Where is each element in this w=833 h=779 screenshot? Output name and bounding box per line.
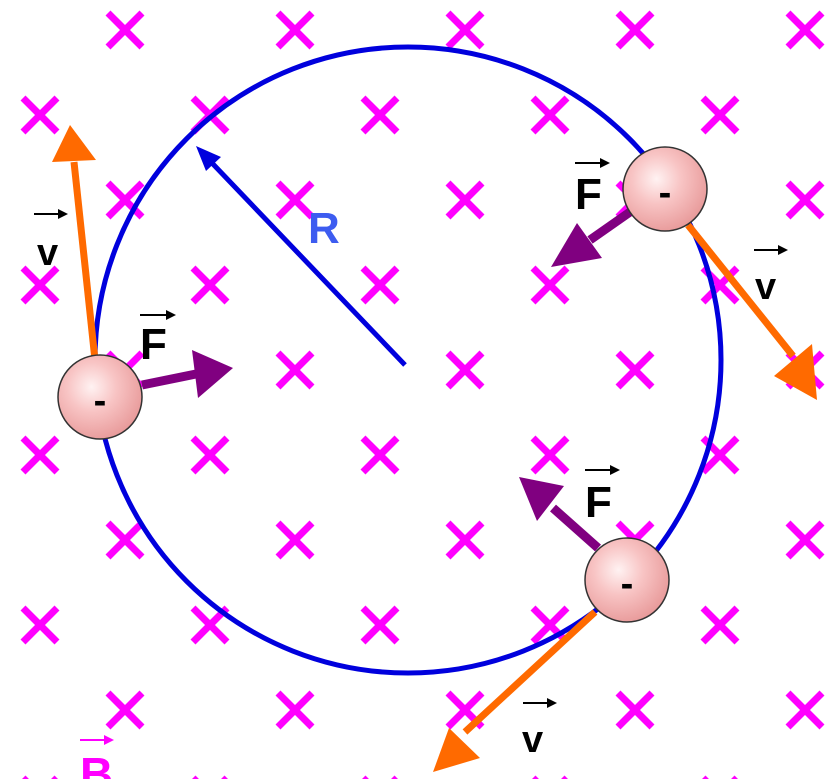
velocity-arrow-left xyxy=(52,125,99,361)
velocity-label-top-right: v xyxy=(754,245,788,308)
field-cross-icon xyxy=(275,10,315,50)
charge-sign: - xyxy=(659,172,672,214)
magnetic-field-grid xyxy=(20,10,825,779)
field-cross-icon xyxy=(360,435,400,475)
field-cross-icon xyxy=(530,265,570,305)
field-cross-icon xyxy=(105,690,145,730)
field-cross-icon xyxy=(190,435,230,475)
field-cross-icon xyxy=(445,350,485,390)
field-cross-icon xyxy=(700,95,740,135)
force-arrow-bottom-right xyxy=(519,477,601,552)
particle-left: - xyxy=(57,354,143,440)
radius-arrow xyxy=(196,146,407,367)
field-cross-icon xyxy=(275,350,315,390)
force-label-bottom-right: F xyxy=(585,465,620,527)
force-arrow-top-right xyxy=(551,208,633,267)
field-label: B xyxy=(80,735,114,779)
field-cross-icon xyxy=(445,180,485,220)
force-arrow-left xyxy=(141,350,233,398)
field-cross-icon xyxy=(105,520,145,560)
field-cross-icon xyxy=(105,10,145,50)
velocity-arrow-top-right xyxy=(685,222,817,400)
field-cross-icon xyxy=(785,690,825,730)
field-cross-icon xyxy=(275,690,315,730)
field-cross-icon xyxy=(615,350,655,390)
field-cross-icon xyxy=(445,520,485,560)
velocity-label-left: v xyxy=(34,209,68,274)
field-cross-icon xyxy=(105,180,145,220)
charge-sign: - xyxy=(621,563,634,605)
field-cross-icon xyxy=(700,605,740,645)
field-cross-icon xyxy=(360,265,400,305)
field-cross-icon xyxy=(20,605,60,645)
field-cross-icon xyxy=(445,10,485,50)
field-cross-icon xyxy=(785,520,825,560)
field-cross-icon xyxy=(360,95,400,135)
svg-text:v: v xyxy=(37,232,58,274)
svg-text:v: v xyxy=(755,266,776,308)
force-label-left: F xyxy=(140,310,176,369)
field-cross-icon xyxy=(530,435,570,475)
svg-text:F: F xyxy=(575,170,602,219)
field-cross-icon xyxy=(785,10,825,50)
field-cross-icon xyxy=(275,180,315,220)
field-cross-icon xyxy=(615,690,655,730)
particle-top-right: - xyxy=(622,146,708,232)
field-cross-icon xyxy=(20,95,60,135)
svg-text:F: F xyxy=(140,320,167,369)
field-cross-icon xyxy=(530,95,570,135)
field-cross-icon xyxy=(785,180,825,220)
charge-sign: - xyxy=(94,380,107,422)
field-cross-icon xyxy=(360,605,400,645)
field-cross-icon xyxy=(530,605,570,645)
field-cross-icon xyxy=(20,265,60,305)
field-cross-icon xyxy=(190,265,230,305)
field-cross-icon xyxy=(615,10,655,50)
svg-text:F: F xyxy=(585,478,612,527)
particle-bottom-right: - xyxy=(584,537,670,623)
velocity-arrow-bottom-right xyxy=(433,609,598,772)
velocity-label-bottom-right: v xyxy=(522,698,557,761)
force-label-top-right: F xyxy=(575,158,610,219)
svg-text:B: B xyxy=(80,748,113,779)
field-cross-icon xyxy=(20,435,60,475)
field-cross-icon xyxy=(275,520,315,560)
radius-label: R xyxy=(308,204,340,253)
svg-text:v: v xyxy=(522,719,543,761)
